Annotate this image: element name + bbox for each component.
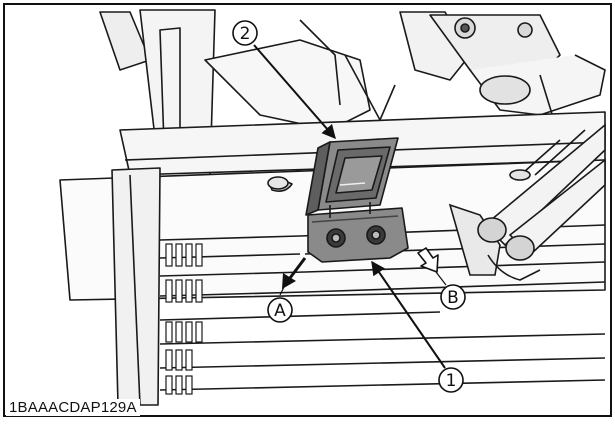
leader-part-2 [253,44,336,140]
figure-frame [3,3,612,417]
callout-label-b: B [447,288,459,308]
hose-assembly [448,123,606,281]
latch-lever [305,137,399,216]
leader-lines [253,44,446,369]
direction-arrow-b [417,247,447,286]
callout-label-2: 2 [240,24,251,44]
direction-arrow-a [279,257,307,296]
latch-base-plate [307,202,409,263]
callout-label-a: A [274,301,286,321]
callout-circle-2 [232,20,258,46]
grille-slots [165,243,203,395]
leader-part-1 [371,260,446,369]
callout-circle-b [440,284,466,310]
callout-circle-a [267,297,293,323]
figure-id-label: 1BAAACDAP129A [6,399,140,416]
callout-label-1: 1 [446,371,457,391]
callout-circle-1 [438,367,464,393]
